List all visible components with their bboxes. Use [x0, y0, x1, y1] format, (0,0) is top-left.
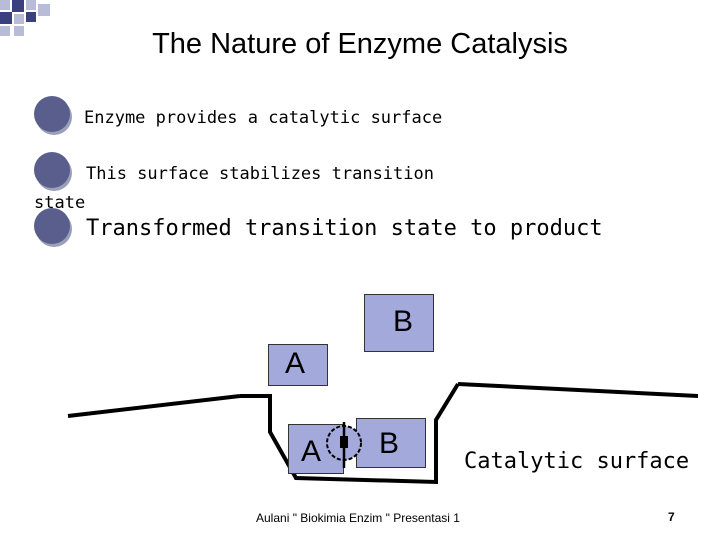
corner-decoration — [0, 0, 50, 36]
surface-line-right — [457, 382, 699, 398]
bullet-dot — [34, 152, 70, 188]
box-label: A — [285, 347, 306, 380]
product-b-box: B — [364, 294, 434, 352]
page-number: 7 — [668, 510, 675, 524]
surface-line-left — [67, 394, 241, 418]
box-label: A — [301, 435, 322, 468]
slide-footer: Aulani " Biokimia Enzim " Presentasi 1 — [256, 511, 460, 525]
bullet-dot — [34, 96, 70, 132]
catalytic-surface-label: Catalytic surface — [464, 449, 690, 474]
slide-title: The Nature of Enzyme Catalysis — [152, 28, 568, 60]
bullet-dot — [34, 208, 70, 244]
box-label: B — [393, 305, 414, 338]
box-label: B — [379, 427, 400, 460]
bullet-text: Enzyme provides a catalytic surface — [84, 108, 443, 128]
surface-well — [240, 382, 460, 485]
bullet-text: This surface stabilizes transition — [86, 164, 434, 184]
substrate-a-box: A — [268, 344, 328, 386]
bullet-text: Transformed transition state to product — [86, 216, 603, 241]
